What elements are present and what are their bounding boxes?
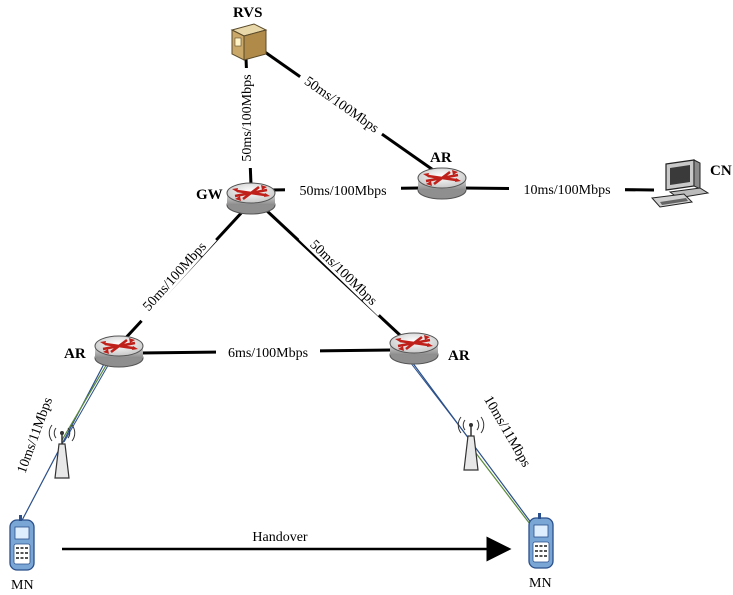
ar-top-label: AR: [430, 150, 452, 166]
label-gw-ar-left: 50ms/100Mbps: [130, 229, 217, 323]
label-wireless-right: 10ms/11Mbps: [480, 394, 533, 470]
svg-text:50ms/100Mbps: 50ms/100Mbps: [301, 74, 381, 136]
ar-right-router-icon: [389, 332, 439, 365]
cn-computer-icon: [650, 159, 710, 208]
mn-left-label: MN: [11, 578, 34, 593]
label-ar-left-ar-right: 6ms/100Mbps: [216, 343, 320, 361]
label-rvs-gw: 50ms/100Mbps: [237, 68, 255, 168]
ar-top-router-icon: [417, 167, 467, 200]
ar-right-label: AR: [448, 348, 470, 364]
label-gw-ar-right: 50ms/100Mbps: [298, 227, 390, 316]
svg-text:10ms/100Mbps: 10ms/100Mbps: [523, 183, 610, 198]
rvs-label: RVS: [233, 5, 262, 21]
gw-router-icon: [226, 182, 276, 215]
cn-label: CN: [710, 163, 732, 179]
svg-text:50ms/100Mbps: 50ms/100Mbps: [306, 237, 379, 308]
mn-left-phone-icon: [9, 515, 35, 571]
svg-text:50ms/100Mbps: 50ms/100Mbps: [240, 74, 255, 161]
label-ar-top-cn: 10ms/100Mbps: [509, 180, 625, 198]
gw-label: GW: [196, 187, 223, 203]
link-gw-ar-right: [264, 208, 404, 339]
ar-left-router-icon: [94, 335, 144, 368]
label-rvs-ar-top: 50ms/100Mbps: [296, 67, 389, 140]
label-gw-ar-top: 50ms/100Mbps: [285, 181, 401, 199]
handover-label: Handover: [252, 530, 308, 545]
svg-text:10ms/11Mbps: 10ms/11Mbps: [480, 394, 533, 470]
svg-text:50ms/100Mbps: 50ms/100Mbps: [299, 184, 386, 199]
mn-right-label: MN: [529, 576, 552, 591]
svg-text:50ms/100Mbps: 50ms/100Mbps: [140, 240, 209, 315]
svg-text:6ms/100Mbps: 6ms/100Mbps: [228, 346, 308, 361]
rvs-server-icon: [230, 23, 268, 61]
mn-right-phone-icon: [528, 513, 554, 569]
access-point-right-icon: [457, 416, 485, 471]
ar-left-label: AR: [64, 346, 86, 362]
access-point-left-icon: [48, 424, 76, 479]
